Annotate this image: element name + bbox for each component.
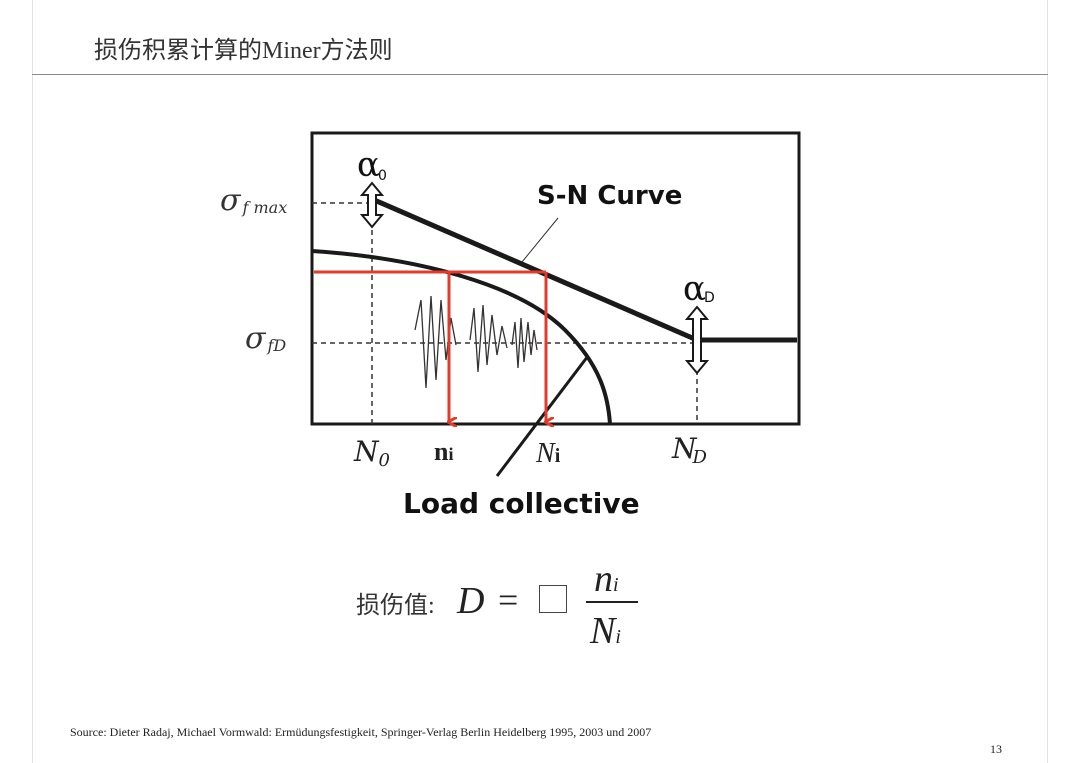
formula-denominator: Ni (590, 610, 621, 652)
formula-equals: = (498, 580, 519, 620)
alpha0-label: α0 (357, 145, 387, 185)
slide-frame (32, 0, 1048, 763)
double-arrow-alphaD (684, 305, 710, 375)
page-number: 13 (990, 742, 1002, 756)
damage-formula: 损伤值: D = ni Ni (356, 558, 656, 665)
load-collective-curve (311, 249, 612, 425)
sn-curve-pointer (521, 217, 559, 263)
title-divider (32, 74, 1048, 75)
source-citation: Source: Dieter Radaj, Michael Vormwald: … (70, 725, 652, 739)
ND-label: ND (671, 432, 708, 468)
load-collective-label: Load collective (403, 487, 640, 520)
load-collective-pointer (495, 355, 590, 477)
sn-curve-label: S-N Curve (537, 181, 682, 211)
highlight-lines (314, 270, 546, 422)
double-arrow-alpha0 (359, 181, 385, 229)
load-spectrum-zigzag-3 (511, 317, 538, 369)
formula-numerator: ni (594, 558, 619, 600)
load-spectrum-zigzag-2 (469, 304, 508, 373)
plot-frame (310, 131, 801, 426)
N0-label: N0 (353, 435, 390, 471)
guide-lines (312, 202, 698, 424)
slide-title: 损伤积累计算的Miner方法则 (94, 38, 393, 64)
sum-symbol-placeholder (539, 585, 567, 613)
ni-label: ni (434, 437, 453, 466)
formula-label: 损伤值: (356, 593, 435, 619)
fraction-bar (586, 601, 638, 603)
Ni-label: Ni (535, 438, 561, 469)
alphaD-label: αD (683, 269, 715, 309)
formula-lhs: D (457, 580, 485, 622)
